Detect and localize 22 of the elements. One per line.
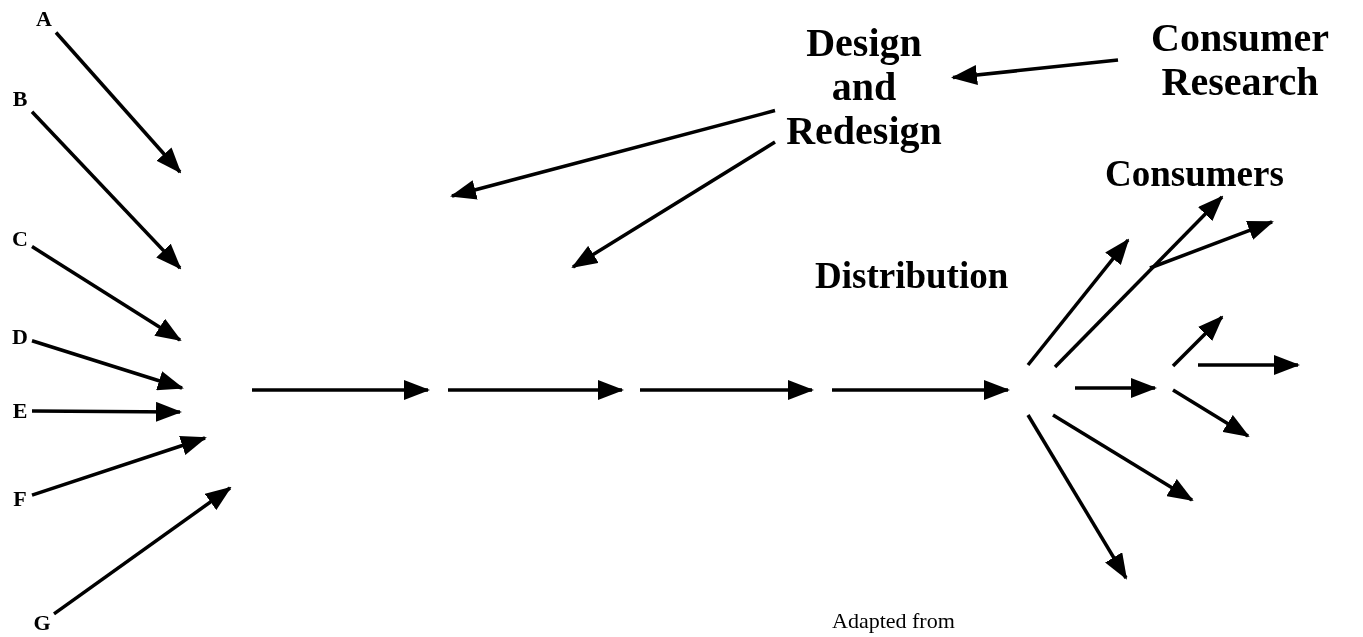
source-letter: D bbox=[12, 324, 28, 350]
arrow bbox=[951, 58, 1119, 85]
arrow bbox=[571, 140, 776, 269]
arrow bbox=[450, 108, 776, 200]
source-letter: F bbox=[13, 486, 27, 512]
source-letter: E bbox=[12, 398, 28, 424]
stage-label: Distribution bbox=[815, 254, 1009, 298]
arrow bbox=[31, 245, 182, 342]
arrow bbox=[32, 401, 182, 422]
source-letter: B bbox=[12, 86, 28, 112]
source-letter: C bbox=[12, 226, 28, 252]
source-letter: A bbox=[36, 6, 52, 32]
arrow bbox=[31, 436, 207, 497]
arrow bbox=[31, 339, 184, 391]
arrow bbox=[53, 486, 232, 616]
arrow bbox=[54, 31, 182, 174]
stage-label: Consumers bbox=[1105, 152, 1284, 196]
heading-text: Design and Redesign bbox=[785, 21, 943, 153]
source-letter: G bbox=[33, 609, 51, 636]
source-note: Adapted from bbox=[832, 608, 955, 634]
arrow bbox=[30, 110, 182, 270]
heading-text: Consumer Research bbox=[1150, 16, 1330, 104]
